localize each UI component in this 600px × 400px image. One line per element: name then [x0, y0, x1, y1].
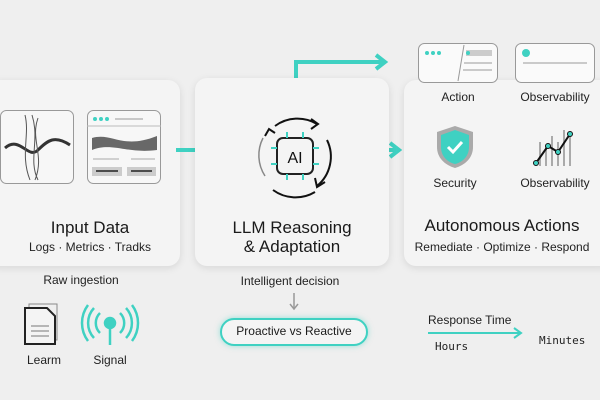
autonomous-actions-card: Autonomous Actions Remediate · Optimize …	[404, 80, 600, 266]
observability-panel-icon	[515, 43, 595, 83]
down-arrow-icon	[289, 293, 299, 311]
hours-label: Hours	[435, 340, 469, 353]
document-icon	[24, 303, 58, 345]
llm-title-line2: & Adaptation	[243, 237, 341, 256]
llm-title-line1: LLM Reasoning	[232, 218, 352, 237]
minutes-label: Minutes	[539, 334, 586, 347]
autonomous-actions-title: Autonomous Actions	[424, 216, 580, 235]
signal-icon	[80, 304, 140, 345]
input-data-title: Input Data	[50, 218, 130, 237]
action-window-icon	[418, 43, 498, 83]
shield-check-icon	[437, 126, 473, 168]
llm-reasoning-card: AI LLM Reasoning & Adaptation	[195, 78, 389, 266]
waveform-image-icon	[0, 110, 74, 184]
response-time-arrow	[428, 327, 523, 339]
proactive-vs-reactive-pill: Proactive vs Reactive	[220, 318, 368, 346]
response-time-label: Response Time	[428, 313, 512, 327]
signal-label: Signal	[93, 353, 127, 367]
input-data-subtitle: Logs · Metrics · Tradks	[28, 240, 152, 254]
intelligent-decision-caption: Intelligent decision	[240, 274, 340, 288]
observability-label-2: Observability	[520, 176, 590, 190]
line-chart-icon	[533, 130, 573, 166]
ai-icon-text: AI	[287, 150, 302, 167]
arrow-llm-to-top-actions	[294, 53, 389, 80]
ai-chip-cycle-icon: AI	[258, 117, 332, 199]
input-data-card: Input Data Logs · Metrics · Tradks	[0, 80, 180, 266]
action-label: Action	[441, 90, 475, 104]
dashboard-image-icon	[87, 110, 161, 184]
security-label: Security	[433, 176, 477, 190]
raw-ingestion-caption: Raw ingestion	[43, 273, 119, 287]
learn-label: Learm	[26, 353, 61, 367]
autonomous-actions-subtitle: Remediate · Optimize · Respond	[414, 240, 590, 254]
observability-label-1: Observability	[520, 90, 590, 104]
